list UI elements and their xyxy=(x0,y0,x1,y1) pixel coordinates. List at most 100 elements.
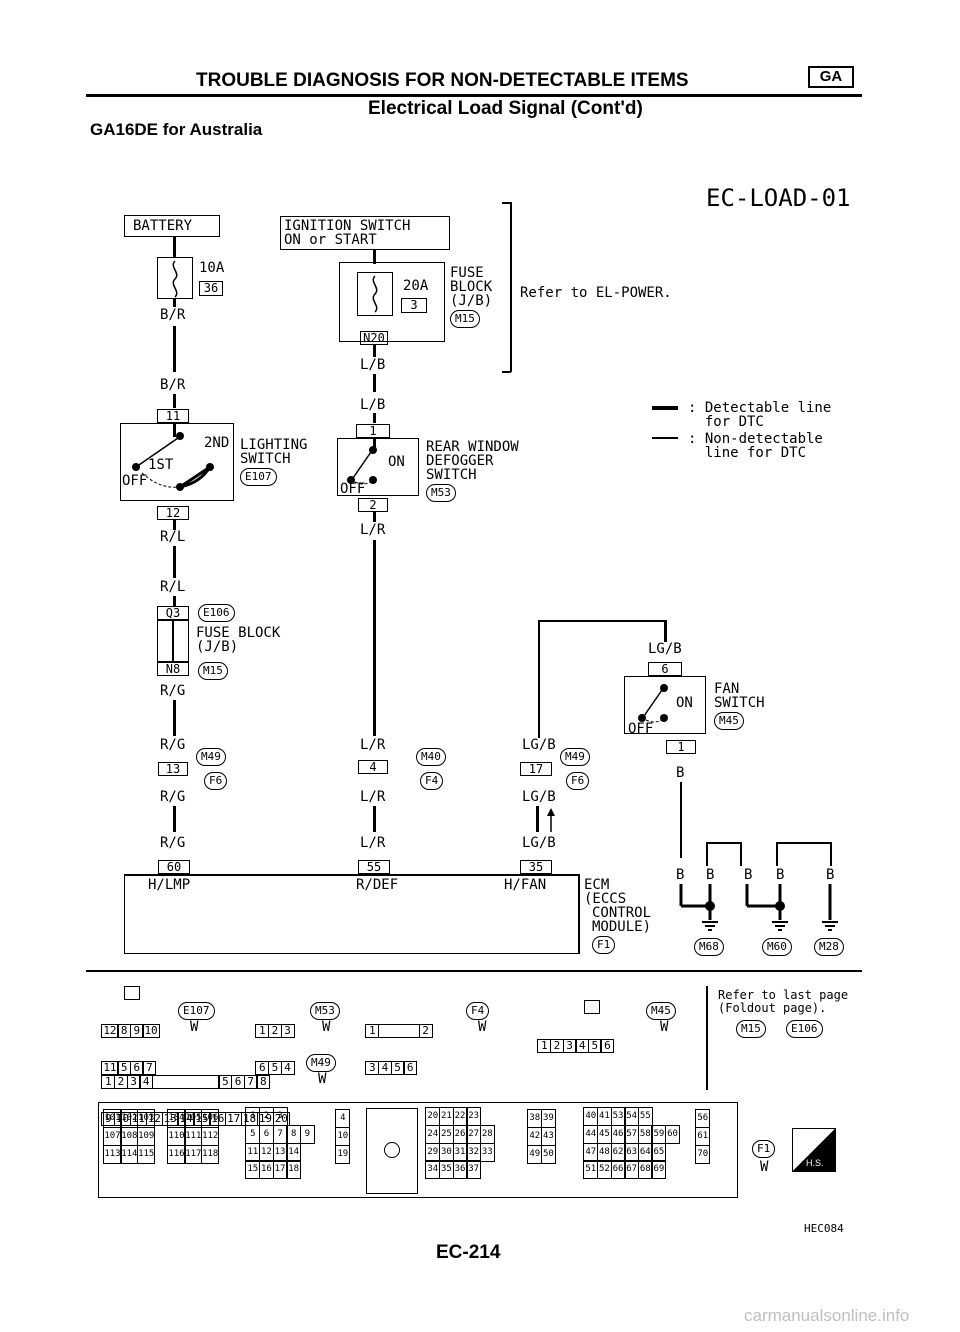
conn-c2-color: W xyxy=(322,1019,331,1035)
ecm-pin: 60 xyxy=(665,1124,681,1144)
conn-c1-color: W xyxy=(190,1019,199,1035)
ecm-pin: 33 xyxy=(479,1142,495,1162)
ground-conn-m68: M68 xyxy=(694,938,724,956)
defogger-switch-icon xyxy=(347,446,377,485)
battery-label: BATTERY xyxy=(133,218,193,234)
ecm-pin: 61 xyxy=(695,1126,711,1146)
fuseblock-wire xyxy=(173,700,176,736)
ecm-pin: 70 xyxy=(695,1144,711,1164)
joint2-pin: 4 xyxy=(358,760,388,774)
ecm-pin-row: 56 xyxy=(695,1109,711,1129)
ignition-fuse-box xyxy=(357,272,393,316)
non-detectable-line-sample xyxy=(652,437,678,439)
battery-wire-3 xyxy=(173,326,176,372)
ecm-pin: 50 xyxy=(540,1144,556,1164)
battery-wire-label-2: B/R xyxy=(160,377,186,393)
fuse-block-label-3: (J/B) xyxy=(450,293,493,309)
lighting-pos-2nd: 2ND xyxy=(204,435,230,451)
ecm-pin-row: 4 xyxy=(335,1109,351,1129)
refer-el-power: Refer to EL-POWER. xyxy=(520,285,672,301)
joint3-conn-b: F6 xyxy=(566,772,590,790)
page-subtitle: Electrical Load Signal (Cont'd) xyxy=(368,98,643,119)
conn-c5-color: W xyxy=(318,1071,327,1087)
fan-switch-box xyxy=(624,676,706,734)
defogger-wire-in xyxy=(373,438,376,448)
joint1-conn-b: F6 xyxy=(204,772,228,790)
conn-c3-color: W xyxy=(478,1019,487,1035)
ground-conn-m60: M60 xyxy=(762,938,792,956)
ecm-pin: 117 xyxy=(184,1144,203,1164)
ground-wire-5: B xyxy=(826,867,835,883)
ecm-pin-row: 10 xyxy=(335,1126,351,1146)
harness-side-icon xyxy=(792,1128,836,1172)
harness-side-label: H.S. xyxy=(806,1158,824,1168)
fuse-block-jb xyxy=(339,262,445,342)
conn-c3-pin: 6 xyxy=(403,1060,418,1075)
conn-c5-gap xyxy=(151,1075,220,1090)
ecm-pin: 109 xyxy=(137,1126,156,1146)
ecm-pin: 111 xyxy=(184,1126,203,1146)
defogger-on: ON xyxy=(388,454,405,470)
ground-bus-1-left xyxy=(706,842,708,866)
ground-bus-2-left xyxy=(776,842,778,866)
page-title: TROUBLE DIAGNOSIS FOR NON-DETECTABLE ITE… xyxy=(196,70,689,91)
refer-conn-m15: M15 xyxy=(736,1020,766,1038)
ground-conn-m28: M28 xyxy=(814,938,844,956)
joint2-wire-down xyxy=(373,806,376,832)
joint3-wire-a: LG/B xyxy=(522,737,556,753)
refer-bracket xyxy=(510,202,512,372)
ecm-pin: 14 xyxy=(286,1142,302,1162)
lighting-wire-in xyxy=(173,423,176,437)
ecm-pin: 103 xyxy=(137,1109,156,1129)
fan-switch-icon xyxy=(638,684,668,723)
lighting-wire-2 xyxy=(173,546,176,578)
lighting-pos-1st: 1ST xyxy=(148,457,174,473)
ignition-conn-n20: N20 xyxy=(360,331,388,345)
defogger-off: OFF xyxy=(340,481,366,497)
ground-wire-2: B xyxy=(706,867,715,883)
legend-nondetectable-1: : Non-detectable xyxy=(688,431,823,447)
fuseblock-name-1: FUSE BLOCK xyxy=(196,625,281,641)
ignition-fuse-no: 3 xyxy=(401,298,427,313)
ecm-name-4: MODULE) xyxy=(592,919,652,935)
ecm-wire-b: L/R xyxy=(360,835,386,851)
ecm-pin: 110 xyxy=(167,1126,186,1146)
conn-c4-color: W xyxy=(660,1019,669,1035)
ignition-switch-box xyxy=(280,216,450,250)
legend-detectable-1: : Detectable line xyxy=(688,400,832,416)
fan-name-1: FAN xyxy=(714,681,740,697)
ecm-pin-row: 61 xyxy=(695,1126,711,1146)
conn-c1-pin: 12 xyxy=(101,1024,119,1039)
ignition-wire-label-1: L/B xyxy=(360,357,386,373)
ecm-pin: 113 xyxy=(103,1144,122,1164)
fan-off: OFF xyxy=(628,721,654,737)
ecm-connector-center xyxy=(366,1108,418,1194)
ignition-wire-2 xyxy=(373,345,376,357)
defogger-pin-1: 1 xyxy=(356,424,390,438)
page-number: EC-214 xyxy=(436,1242,501,1263)
title-rule xyxy=(86,94,862,97)
model-label: GA16DE for Australia xyxy=(90,120,263,139)
battery-box xyxy=(124,215,220,237)
ecm-term-hfan: H/FAN xyxy=(504,877,547,893)
battery-fuse-no: 36 xyxy=(199,281,223,296)
ecm-pin-35: 35 xyxy=(520,860,552,874)
ecm-pin: 55 xyxy=(637,1107,653,1127)
fuse-block-label-1: FUSE xyxy=(450,265,484,281)
joint2-conn-a: M40 xyxy=(416,748,446,766)
ecm-conn: F1 xyxy=(592,936,616,954)
conn-c5-pin: 8 xyxy=(256,1075,271,1090)
